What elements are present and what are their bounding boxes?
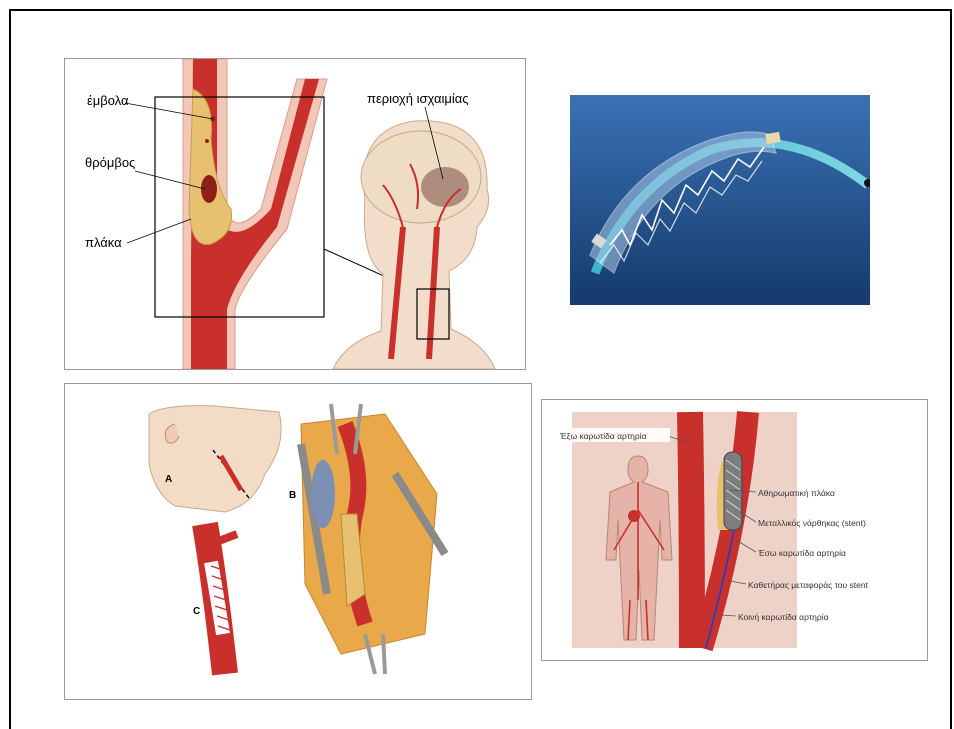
label-b: B: [289, 490, 296, 501]
label-plaque: πλάκα: [85, 235, 122, 250]
label-metal-stent: Μεταλλικός νάρθηκας (stent): [758, 518, 866, 528]
label-atheromatous-plaque: Αθηρωματική πλάκα: [758, 488, 835, 498]
carotid-artery: [690, 412, 692, 648]
ischemia-area: [421, 167, 469, 207]
label-external-carotid: Έξω καρωτίδα αρτηρία: [559, 431, 647, 441]
endarterectomy-figure: A B C: [64, 383, 532, 700]
stent-photo: [570, 95, 870, 305]
carotid-anatomy-figure: έμβολα θρόμβος πλάκα περιοχή ισχαιμίας: [64, 58, 526, 370]
embolus-dot: [205, 139, 209, 143]
carotid-stenting-figure: Έξω καρωτίδα αρτηρία Αθηρωματική πλάκα Μ…: [541, 399, 928, 661]
label-stent-catheter: Καθετήρας μεταφοράς του stent: [748, 580, 869, 590]
label-common-carotid: Κοινή καρωτίδα αρτηρία: [738, 612, 829, 622]
label-c: C: [193, 606, 200, 617]
label-a: A: [165, 474, 172, 485]
label-emboli: έμβολα: [87, 93, 129, 108]
vein: [311, 460, 335, 528]
heart: [628, 510, 640, 522]
photo-background: [570, 95, 870, 305]
label-internal-carotid: Έσω καρωτίδα αρτηρία: [757, 548, 846, 558]
head-profile: [149, 406, 281, 512]
plaque-leader: [127, 219, 191, 243]
label-ischemia-region: περιοχή ισχαιμίας: [367, 91, 469, 106]
label-thrombus: θρόμβος: [85, 155, 135, 170]
